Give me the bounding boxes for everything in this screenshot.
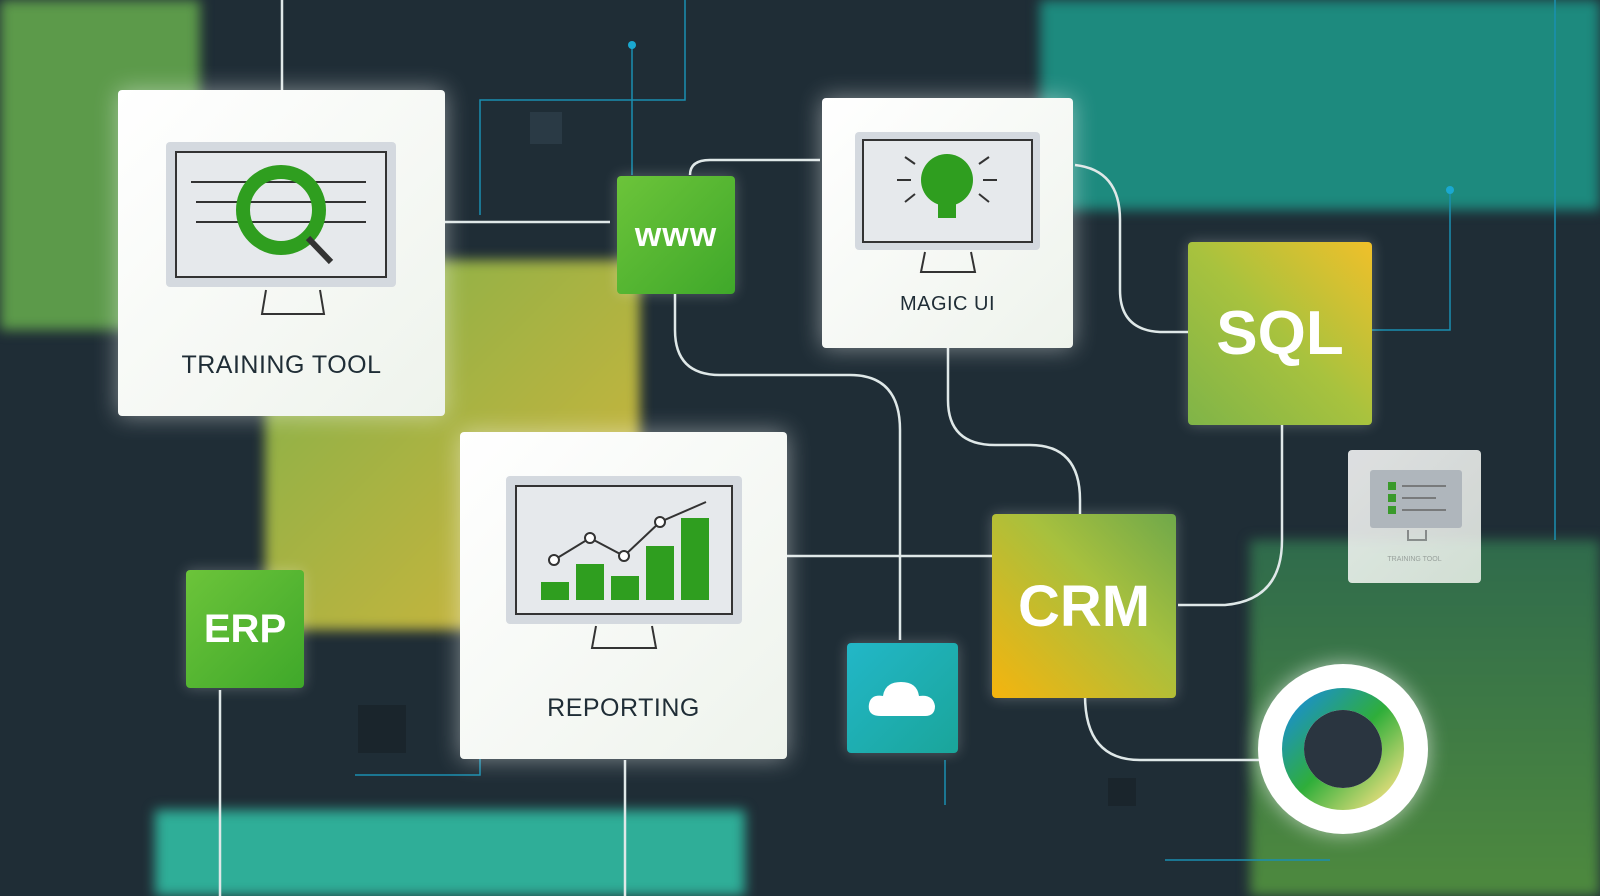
chart-monitor-icon xyxy=(506,476,742,649)
checklist-monitor-icon xyxy=(1370,470,1462,541)
cloud-icon xyxy=(868,682,935,716)
cloud-tile[interactable] xyxy=(847,643,958,753)
erp-tile[interactable]: ERP xyxy=(186,570,304,688)
www-tile[interactable]: www xyxy=(617,176,735,294)
magic-ui-card[interactable]: MAGIC UI xyxy=(822,98,1073,348)
search-monitor-icon xyxy=(166,142,396,315)
bg-teal-block xyxy=(1040,0,1600,210)
reporting-label: REPORTING xyxy=(547,694,700,722)
training-tool-label: TRAINING TOOL xyxy=(181,351,382,379)
lightbulb-monitor-icon xyxy=(855,132,1040,273)
magic-ui-label: MAGIC UI xyxy=(899,293,996,315)
ring-logo-icon xyxy=(1282,688,1404,810)
training-tool-card[interactable]: TRAINING TOOL xyxy=(118,90,445,416)
crm-tile[interactable]: CRM xyxy=(992,514,1176,698)
reporting-card[interactable]: REPORTING xyxy=(460,432,787,759)
bg-teal-bottom xyxy=(155,810,745,896)
training-tool-small-label: TRAINING TOOL xyxy=(1387,556,1442,563)
sql-tile[interactable]: SQL xyxy=(1188,242,1372,425)
logo-badge[interactable] xyxy=(1258,664,1428,834)
training-tool-small-card[interactable]: TRAINING TOOL xyxy=(1348,450,1481,583)
